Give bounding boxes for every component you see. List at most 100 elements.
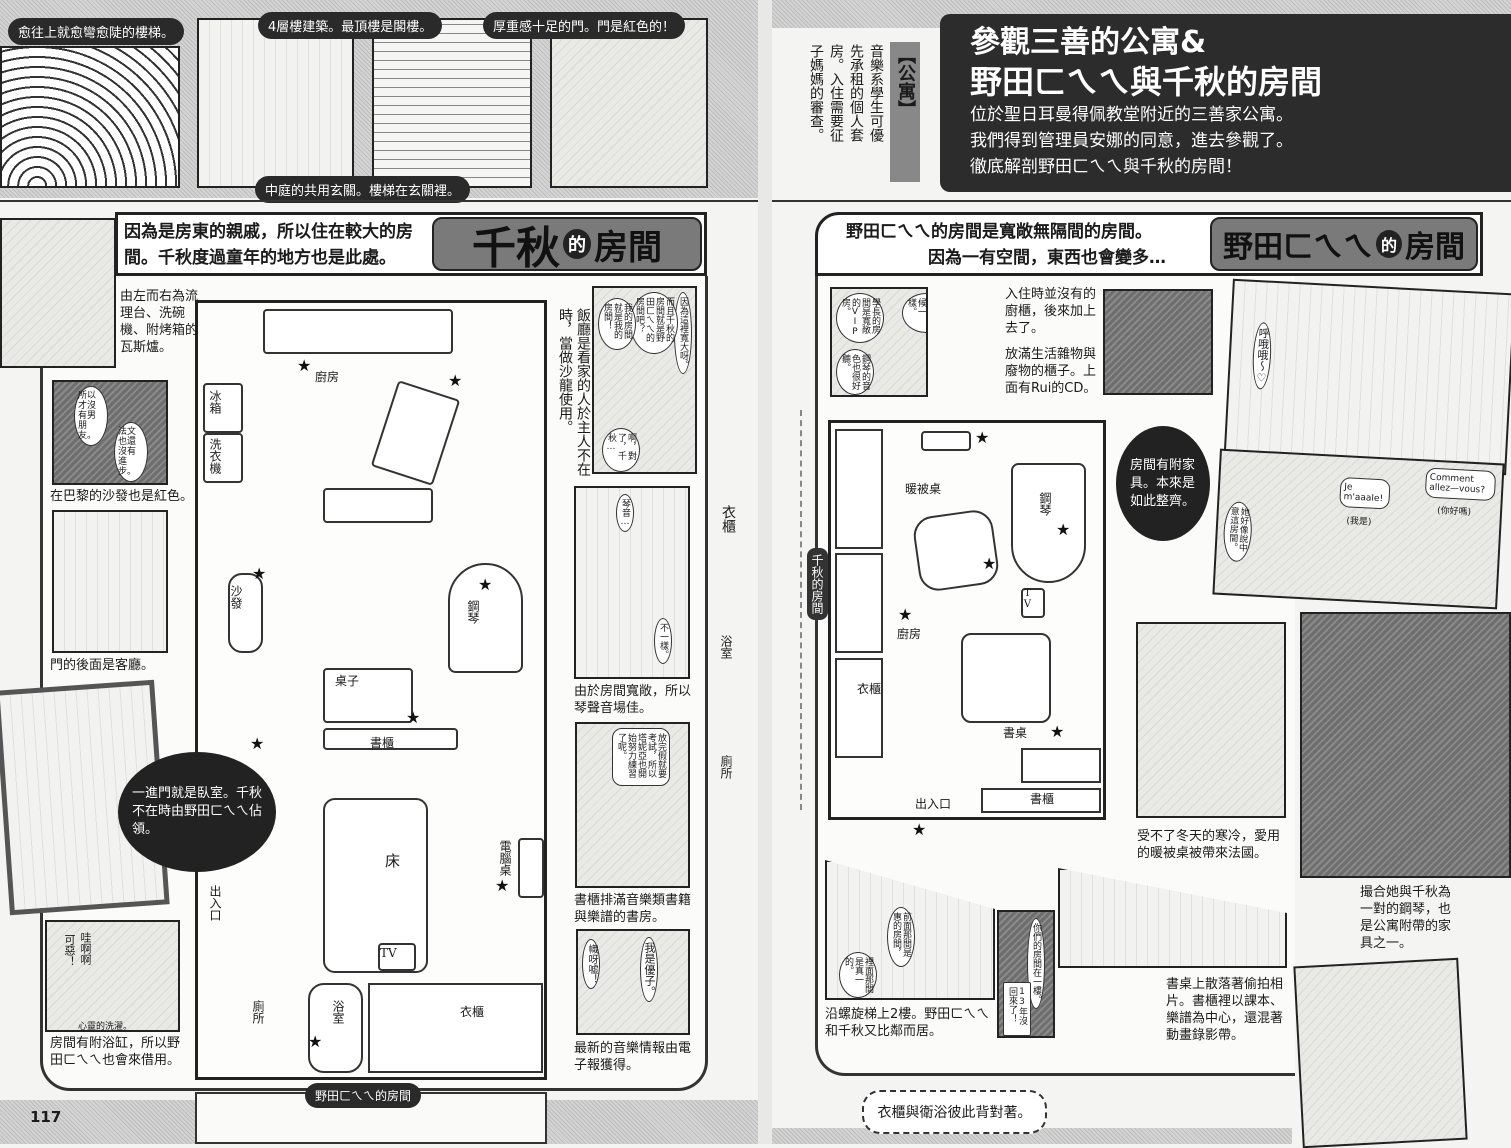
noda-floorplan	[828, 420, 1106, 820]
plan-label-kitchen: 廚房	[315, 370, 340, 384]
header-description-line2: 因為一有空間，東西也會變多…	[928, 248, 1166, 268]
computer-desk	[518, 838, 544, 898]
stairs-photo	[0, 46, 180, 188]
header-title: 野田ㄈㄟㄟ 的 房間	[1210, 217, 1478, 271]
header-description: 因為是房東的親戚，所以住在較大的房間。千秋度過童年的地方也是此處。	[124, 222, 413, 268]
bath-comic: 哇啊啊 可惡！ 心靈的洗濯。	[45, 920, 180, 1032]
speech-bubble: (我是)	[1346, 516, 1372, 528]
speech-bubble: 裡面那間是真一的。	[839, 952, 877, 998]
kitchen-photo	[0, 218, 116, 368]
back-to-back-bubble: 衣櫃與衛浴彼此背對著。	[862, 1090, 1047, 1134]
door-caption: 門的後面是客廳。	[50, 658, 155, 673]
newsletter-caption: 最新的音樂情報由電子報獲得。	[574, 1041, 692, 1073]
speech-bubble: 13年沒回來了！	[1003, 982, 1031, 1036]
study-caption: 書櫃排滿音樂類書籍與樂譜的書房。	[574, 893, 692, 925]
neighbor-plan-strip	[772, 410, 802, 810]
intro-line: 我們得到管理員安娜的同意，進去參觀了。	[970, 131, 1293, 151]
star-marker: ★	[1056, 520, 1071, 539]
speech-bubble: 我的房間就是我的房間！	[598, 298, 636, 350]
door-photo	[550, 18, 708, 188]
piano-caption: 撮合她與千秋為一對的鋼琴，也是公寓附帶的家具之一。	[1360, 885, 1452, 951]
speech-bubble: 放完假就要考試，所以塔妮亞也開始努力練習了呢。	[612, 728, 670, 786]
shelf-photo	[1103, 289, 1213, 395]
dining-caption: 飯廳是看家的人於主人不在時，當做沙龍使用。	[557, 308, 591, 476]
study-comic: 放完假就要考試，所以塔妮亞也開始努力練習了呢。	[575, 722, 690, 888]
apartment-illustration: 呼哦哦～♡	[1223, 278, 1511, 476]
star-marker: ★	[982, 554, 997, 573]
star-marker: ★	[912, 820, 927, 839]
gutter	[758, 0, 772, 1144]
divider-line	[0, 200, 760, 202]
star-marker: ★	[478, 575, 493, 594]
piano-comic	[1293, 957, 1468, 1148]
tv	[378, 943, 416, 971]
star-marker: ★	[297, 356, 312, 375]
plan-label-bookshelf: 書櫃	[1030, 792, 1055, 806]
plan-label-kitchen: 廚房	[897, 627, 922, 641]
title-part: 野田ㄈㄟㄟ	[1222, 230, 1373, 265]
plan-label-entrance: 出入口	[208, 885, 222, 921]
star-marker: ★	[252, 564, 267, 583]
desk	[1021, 748, 1101, 783]
stairs-caption: 愈往上就愈彎愈陡的樓梯。	[8, 18, 185, 45]
speech-bubble: (你好嗎)	[1436, 506, 1472, 518]
piano-comic: 琴音… 不一樣。	[574, 486, 690, 679]
speech-bubble: 可惡！	[63, 934, 76, 967]
building-caption: 4層樓建築。最頂樓是閣樓。	[258, 12, 443, 39]
french-greeting-panel: Comment allez—vous? (你好嗎) Je m'aaale! (我…	[1212, 448, 1505, 610]
sofa	[228, 573, 263, 653]
speech-bubble: 她好像說中意這房間。	[1222, 500, 1254, 563]
yuko-comic: 我是優子。 幟呀嘘！	[576, 929, 690, 1035]
noda-room-tab: 野田ㄈㄟㄟ的房間	[305, 1083, 422, 1108]
plan-label-table: 桌子	[335, 674, 360, 688]
coffee-table	[323, 668, 413, 723]
star-marker: ★	[495, 876, 510, 895]
kotatsu-comic	[1136, 622, 1286, 818]
piano-shape	[448, 563, 523, 673]
speech-bubble: 法文也還沒有進步。	[114, 422, 148, 482]
speech-bubble: 學長的房間是寬敞的VIP房。	[836, 293, 884, 343]
star-marker: ★	[975, 428, 990, 447]
plan-label-kotatsu: 暖被桌	[905, 482, 942, 496]
bench	[323, 488, 433, 523]
plan-label-washer: 洗衣機	[208, 438, 222, 474]
plan-label-closet: 衣櫃	[857, 682, 882, 696]
title-part: 千秋	[472, 223, 560, 274]
desk-caption: 書桌上散落著偷拍相片。書櫃裡以課本、樂譜為中心，還混著動畫錄影帶。	[1166, 977, 1284, 1043]
bathroom-block	[835, 429, 883, 549]
speech-bubble: 心靈的洗濯。	[78, 1022, 133, 1032]
speech-bubble: Comment allez—vous?	[1424, 467, 1497, 502]
furnished-bubble-text: 房間有附家具。本來是如此整齊。	[1130, 457, 1196, 509]
title-part: 房間	[1405, 230, 1465, 265]
star-marker: ★	[1050, 722, 1065, 741]
star-marker: ★	[448, 371, 463, 390]
tv	[1021, 588, 1045, 618]
closet-block	[835, 658, 883, 758]
speech-bubble: 鋼琴的音色也很好聽。	[836, 349, 874, 395]
kiss-panel	[1300, 612, 1511, 878]
plan-label-desk: 書桌	[1003, 726, 1028, 740]
side-label-bathroom: 浴室	[719, 635, 733, 659]
apartment-note: 音樂系學生可優先承租的個人套房。入住需要征子媽媽的審查。	[808, 44, 884, 142]
dining-table	[370, 380, 461, 486]
intro-line: 徹底解剖野田ㄈㄟㄟ與千秋的房間！	[970, 157, 1242, 177]
plan-label-bathroom: 浴室	[331, 1000, 345, 1024]
title-part: 房間	[594, 227, 662, 268]
header-title: 千秋 的 房間	[432, 217, 702, 274]
plan-label-tv: TV	[380, 946, 397, 960]
shelf-caption: 放滿生活雜物與廢物的櫃子。上面有Rui的CD。	[1005, 347, 1097, 396]
intro-line: 位於聖日耳曼得佩教堂附近的三善家公寓。	[970, 105, 1293, 125]
star-marker: ★	[406, 708, 421, 727]
fridge	[203, 383, 243, 433]
side-label-closet: 衣櫃	[720, 505, 736, 533]
kotatsu-caption: 受不了冬天的寒冷，愛用的暖被桌被帶來法國。	[1137, 829, 1281, 861]
main-title-line1: 參觀三善的公寓&	[970, 25, 1207, 60]
bookshelf	[981, 788, 1101, 813]
speech-bubble: 不一樣。	[654, 618, 672, 664]
plan-label-entrance: 出入口	[915, 797, 952, 811]
back-to-back-caption: 衣櫃與衛浴彼此背對著。	[877, 1105, 1032, 1121]
closet	[368, 983, 543, 1073]
plan-label-computer-desk: 電腦桌	[498, 840, 512, 876]
courtyard-caption: 中庭的共用玄關。樓梯在玄關裡。	[255, 176, 471, 203]
piano-caption: 由於房間寬敞，所以琴聲音場佳。	[574, 684, 692, 716]
